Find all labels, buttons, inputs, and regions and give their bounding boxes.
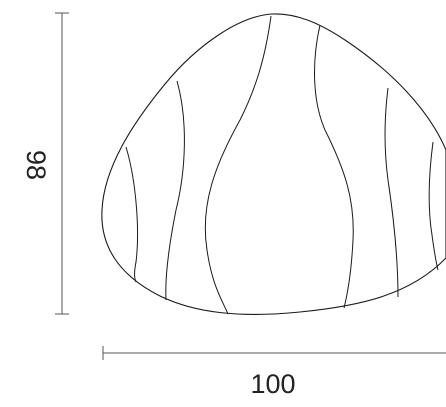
pebble-outline [101, 13, 446, 315]
width-dimension-label: 100 [250, 369, 295, 399]
stripe-3 [204, 15, 272, 315]
stripe-5 [384, 87, 399, 298]
pebble-shape [101, 13, 446, 315]
stripe-4 [314, 24, 354, 309]
stripe-2 [165, 80, 185, 301]
height-dimension: 98 [21, 12, 69, 315]
width-dimension: 100 [102, 346, 446, 399]
stripe-1 [125, 146, 139, 283]
stripe-6 [428, 141, 439, 271]
height-dimension-label: 98 [21, 150, 51, 180]
